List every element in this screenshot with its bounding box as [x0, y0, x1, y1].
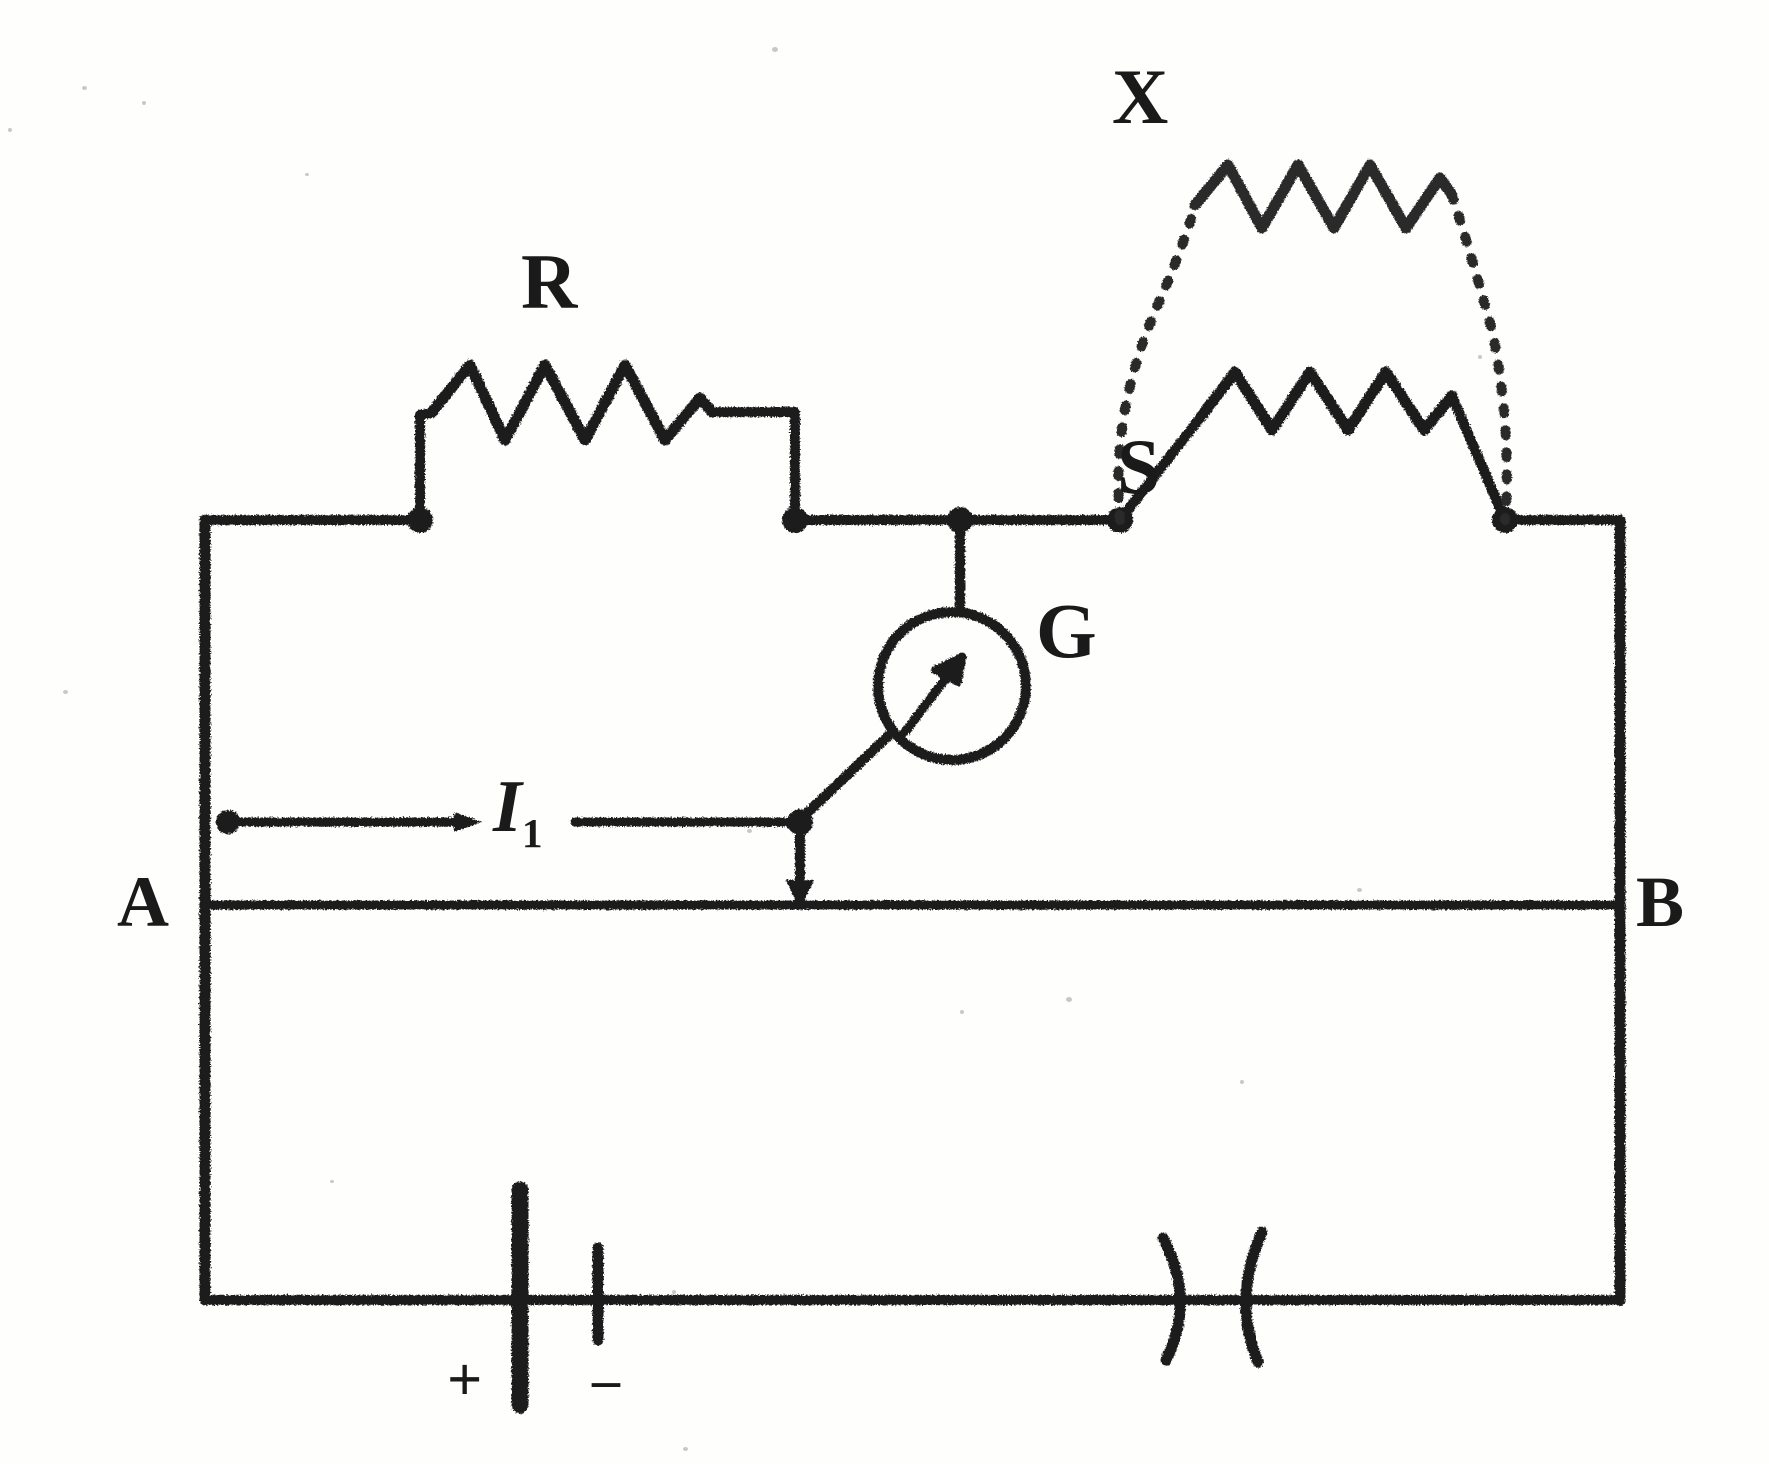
scan-speckle	[305, 173, 309, 176]
jockey-arrow-head	[786, 880, 814, 910]
label-current-i1: I1	[493, 770, 543, 854]
resistor-r-zigzag	[426, 359, 718, 446]
label-galvanometer-g: G	[1036, 587, 1097, 674]
scan-speckle	[1066, 997, 1072, 1002]
junction-dot-jockey	[787, 809, 813, 835]
scan-speckle	[142, 101, 146, 105]
scan-speckle	[683, 1447, 688, 1451]
resistor-s-zigzag	[1194, 366, 1458, 436]
scan-speckle	[8, 128, 12, 132]
resistor-x-zigzag	[1189, 159, 1458, 234]
label-resistor-x: X	[1112, 53, 1169, 140]
current-symbol: I	[493, 766, 522, 848]
current-arrow-head	[454, 812, 482, 832]
label-terminal-a: A	[117, 862, 169, 942]
junction-dot-r-left	[407, 507, 433, 533]
plug-key-right-arc	[1240, 1226, 1268, 1368]
scan-speckle	[1478, 355, 1482, 359]
junction-dot-r-right	[782, 507, 808, 533]
scan-speckle	[747, 829, 752, 833]
wire-s-right-lead	[1447, 391, 1510, 525]
galvanometer-needle-head	[931, 653, 966, 686]
wire-galvanometer-bottom	[795, 731, 893, 825]
scan-speckle	[63, 690, 68, 694]
scan-speckle	[330, 1180, 334, 1183]
label-resistor-r: R	[521, 238, 578, 325]
wire-s-left-lead	[1115, 413, 1205, 525]
scan-speckle	[1357, 888, 1362, 892]
label-resistor-s: S	[1117, 423, 1161, 510]
scan-speckle	[82, 86, 87, 90]
scan-speckle	[960, 1010, 964, 1014]
current-subscript: 1	[521, 809, 543, 856]
label-terminal-b: B	[1636, 862, 1685, 942]
label-battery-negative: –	[592, 1349, 620, 1411]
plug-key-left-arc	[1157, 1232, 1186, 1366]
scan-speckle	[772, 47, 778, 52]
junction-dot-bridge-top	[947, 507, 973, 533]
galvanometer-circle	[873, 607, 1031, 765]
scan-speckle	[1240, 1080, 1244, 1084]
wire-x-left-dotted-lead	[1113, 200, 1200, 525]
label-battery-positive: +	[447, 1346, 483, 1414]
arrow-tail-dot	[216, 810, 240, 834]
wire-x-right-dotted-lead	[1447, 190, 1512, 525]
scan-speckle	[672, 1290, 676, 1294]
